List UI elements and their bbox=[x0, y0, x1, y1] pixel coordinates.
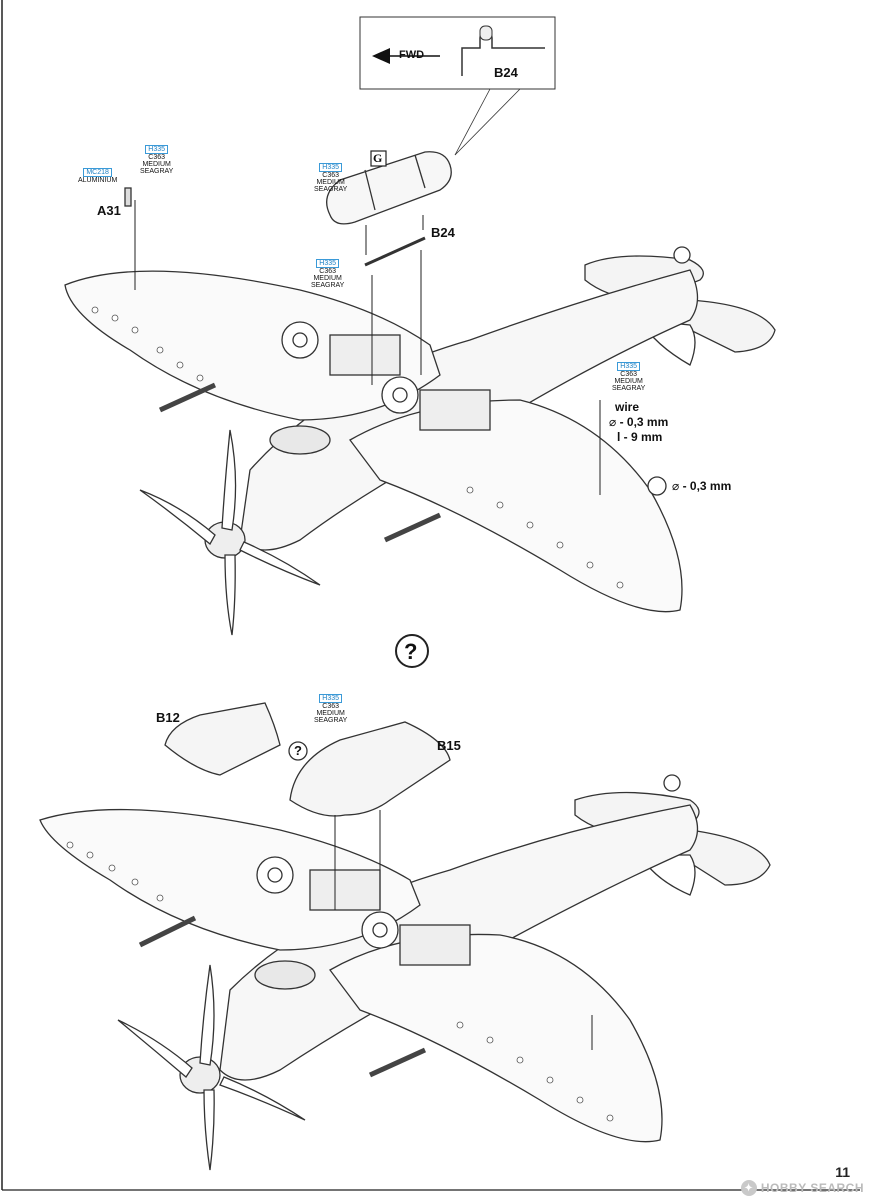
paint-name-2: SEAGRAY bbox=[314, 717, 348, 724]
part-b24-label: B24 bbox=[431, 225, 455, 240]
diameter-icon: ⌀ bbox=[609, 415, 620, 429]
variant-g-box bbox=[370, 150, 387, 167]
callout-seagray-strut: H335 C363 MEDIUM SEAGRAY bbox=[311, 259, 344, 289]
watermark-text: HOBBY SEARCH bbox=[760, 1181, 864, 1195]
callout-seagray-wire: H335 C363 MEDIUM SEAGRAY bbox=[612, 362, 645, 392]
paint-code: H335 bbox=[145, 145, 169, 154]
callout-seagray-panel: H335 C363 MEDIUM SEAGRAY bbox=[314, 694, 347, 724]
fwd-label: FWD bbox=[399, 49, 425, 61]
part-b15-label: B15 bbox=[437, 738, 461, 753]
spring-diameter: ⌀ - 0,3 mm bbox=[672, 479, 731, 493]
small-question-mark: ? bbox=[294, 743, 302, 758]
wire-diameter-value: - 0,3 mm bbox=[619, 415, 669, 429]
watermark: ✦ HOBBY SEARCH bbox=[740, 1180, 864, 1196]
diameter-icon: ⌀ bbox=[672, 479, 683, 493]
top-aircraft bbox=[64, 151, 776, 636]
variant-question-mark: ? bbox=[404, 639, 418, 664]
paint-code-c: C363 bbox=[322, 172, 340, 179]
paint-name: ALUMINIUM bbox=[78, 177, 118, 184]
variant-g: G bbox=[373, 151, 383, 165]
bottom-aircraft bbox=[39, 702, 771, 1171]
paint-code: H335 bbox=[319, 694, 343, 703]
wire-title: wire bbox=[615, 400, 640, 414]
wire-length: l - 9 mm bbox=[617, 430, 663, 444]
page-number: 11 bbox=[835, 1164, 850, 1180]
paint-code: MC218 bbox=[83, 168, 112, 177]
paint-name-1: MEDIUM bbox=[313, 275, 342, 282]
paint-name-1: MEDIUM bbox=[614, 378, 643, 385]
part-b12-label: B12 bbox=[156, 710, 180, 725]
part-a31-label: A31 bbox=[97, 203, 121, 218]
fwd-inset bbox=[359, 16, 556, 156]
paint-code: H335 bbox=[617, 362, 641, 371]
paint-code-c: C363 bbox=[319, 268, 337, 275]
paint-name-2: SEAGRAY bbox=[311, 282, 345, 289]
paint-code-c: C363 bbox=[322, 703, 340, 710]
paint-name-1: MEDIUM bbox=[316, 710, 345, 717]
variant-question-circle bbox=[395, 634, 429, 668]
paint-code: H335 bbox=[319, 163, 343, 172]
callout-seagray-a31: H335 C363 MEDIUM SEAGRAY bbox=[140, 145, 173, 175]
wire-diameter: ⌀ - 0,3 mm bbox=[609, 415, 668, 429]
hobby-search-logo-icon: ✦ bbox=[740, 1180, 757, 1196]
callout-aluminium: MC218 ALUMINIUM bbox=[78, 168, 117, 184]
spring-diameter-value: - 0,3 mm bbox=[682, 479, 732, 493]
paint-name-2: SEAGRAY bbox=[314, 186, 348, 193]
paint-name-1: MEDIUM bbox=[316, 179, 345, 186]
paint-name-1: MEDIUM bbox=[142, 161, 171, 168]
callout-seagray-tank: H335 C363 MEDIUM SEAGRAY bbox=[314, 163, 347, 193]
paint-name-2: SEAGRAY bbox=[612, 385, 646, 392]
inset-part-b24: B24 bbox=[494, 65, 518, 80]
paint-name-2: SEAGRAY bbox=[140, 168, 174, 175]
paint-code-c: C363 bbox=[620, 371, 638, 378]
paint-code-c: C363 bbox=[148, 154, 166, 161]
paint-code: H335 bbox=[316, 259, 340, 268]
